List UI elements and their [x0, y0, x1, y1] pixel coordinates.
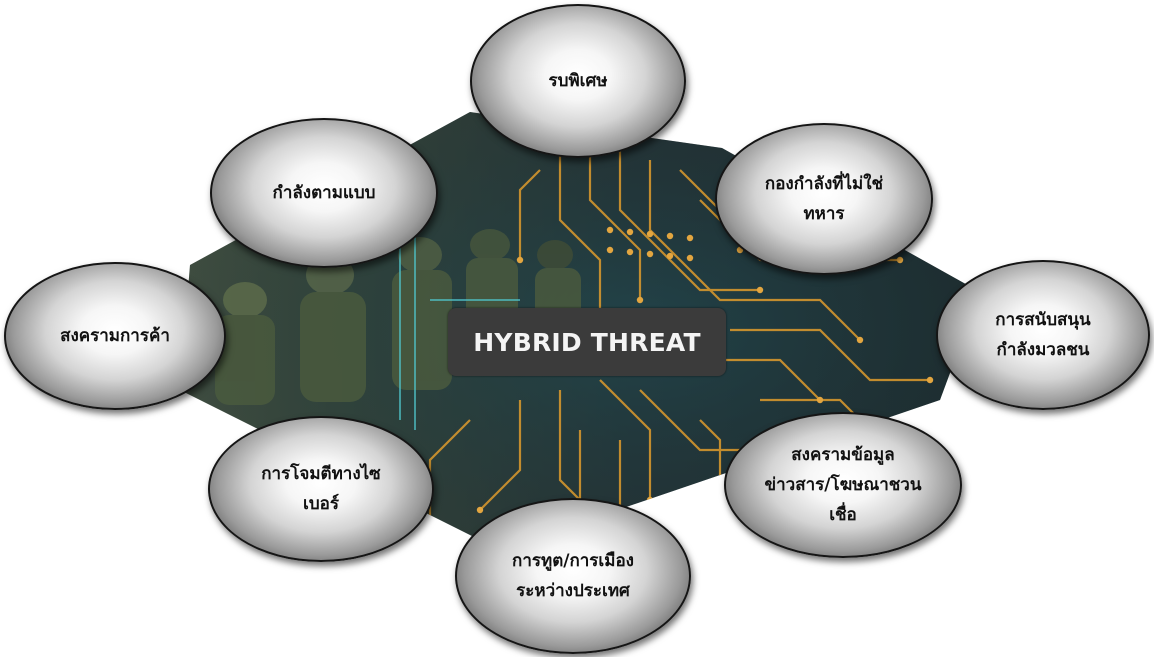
node-cyber-attack: การโจมตีทางไซ เบอร์: [208, 416, 434, 562]
node-label: กำลังตามแบบ: [272, 183, 376, 203]
circuit-pad: [646, 496, 654, 504]
node-special-ops: รบพิเศษ: [470, 4, 686, 158]
circuit-pad: [856, 336, 864, 344]
node-label: การทูต/การเมือง ระหว่างประเทศ: [512, 551, 634, 601]
circuit-pad: [686, 254, 694, 262]
node-trade-war: สงครามการค้า: [4, 262, 226, 410]
circuit-pad: [926, 376, 934, 384]
node-label: การโจมตีทางไซ เบอร์: [261, 464, 381, 514]
circuit-pad: [816, 396, 824, 404]
circuit-pad: [476, 506, 484, 514]
circuit-pad: [646, 230, 654, 238]
node-label: การสนับสนุน กำลังมวลชน: [995, 310, 1091, 360]
node-conventional-forces: กำลังตามแบบ: [210, 118, 438, 268]
circuit-pad: [896, 256, 904, 264]
node-information-warfare: สงครามข้อมูล ข่าวสาร/โฆษณาชวน เชื่อ: [724, 412, 962, 558]
circuit-pad: [636, 296, 644, 304]
node-diplomacy: การทูต/การเมือง ระหว่างประเทศ: [455, 498, 691, 654]
circuit-pad: [626, 248, 634, 256]
circuit-pad: [756, 286, 764, 294]
center-title-hybrid-threat: HYBRID THREAT: [448, 308, 726, 376]
circuit-pad: [626, 228, 634, 236]
circuit-trace: [730, 328, 930, 382]
node-label: กองกำลังที่ไม่ใช่ ทหาร: [764, 174, 884, 224]
circuit-pad: [666, 232, 674, 240]
circuit-trace: [618, 150, 760, 292]
circuit-pad: [666, 252, 674, 260]
circuit-pad: [716, 516, 724, 524]
circuit-trace: [599, 379, 652, 500]
circuit-trace: [518, 169, 541, 260]
circuit-trace: [558, 140, 602, 320]
circuit-pad: [606, 246, 614, 254]
circuit-pad: [606, 226, 614, 234]
node-label: สงครามข้อมูล ข่าวสาร/โฆษณาชวน เชื่อ: [764, 445, 922, 525]
node-mass-support: การสนับสนุน กำลังมวลชน: [936, 260, 1150, 410]
circuit-trace: [648, 160, 861, 341]
circuit-trace: [479, 400, 522, 511]
circuit-trace: [700, 358, 821, 401]
circuit-pad: [516, 256, 524, 264]
circuit-pad: [426, 516, 434, 524]
circuit-trace: [588, 130, 642, 300]
node-label: รบพิเศษ: [548, 71, 608, 91]
node-non-military-forces: กองกำลังที่ไม่ใช่ ทหาร: [715, 123, 933, 275]
circuit-pad: [686, 234, 694, 242]
circuit-pad: [646, 250, 654, 258]
node-label: สงครามการค้า: [60, 326, 170, 346]
